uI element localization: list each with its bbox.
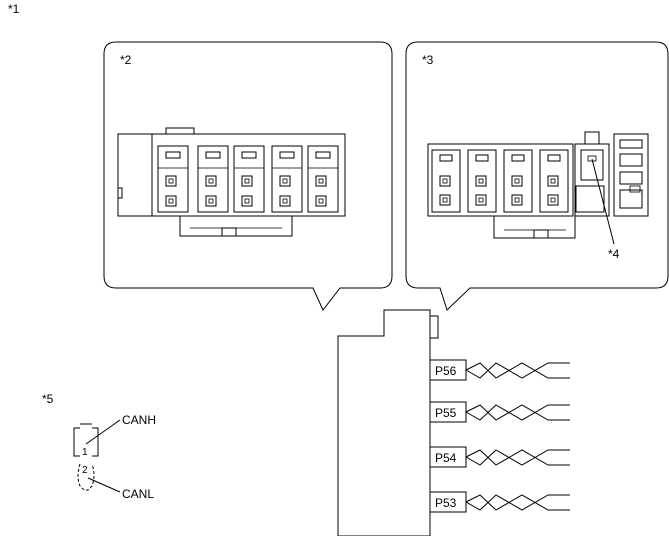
label-4: *4	[608, 247, 620, 261]
pin-label-p53: P53	[435, 496, 457, 510]
pin-row-p54: P54	[429, 446, 570, 468]
leader-4	[591, 158, 615, 245]
label-1: *1	[8, 2, 20, 16]
leader-canh	[85, 419, 121, 445]
label-5: *5	[42, 392, 54, 406]
leader-canl	[87, 477, 121, 493]
callout-connector-3: *3	[405, 41, 669, 311]
pin-row-p56: P56	[429, 359, 570, 381]
cavity-grid-3	[431, 149, 569, 213]
callout-connector-2: *2	[103, 41, 393, 311]
pin-label-p54: P54	[435, 451, 457, 465]
terminal-pin-1: 1	[82, 447, 88, 458]
cavity-grid-2	[157, 145, 339, 213]
canl-label: CANL	[122, 487, 154, 501]
terminal-legend-5: *5 1 2 CANH CANL	[42, 392, 156, 501]
label-2: *2	[120, 53, 132, 67]
pin-label-p55: P55	[435, 406, 457, 420]
ecu-connector-body	[337, 309, 439, 536]
canh-label: CANH	[122, 413, 156, 427]
pin-row-p55: P55	[429, 401, 570, 423]
pin-row-p53: P53	[429, 491, 570, 513]
terminal-pin-2: 2	[82, 465, 88, 476]
pin-label-p56: P56	[435, 364, 457, 378]
label-3: *3	[422, 53, 434, 67]
